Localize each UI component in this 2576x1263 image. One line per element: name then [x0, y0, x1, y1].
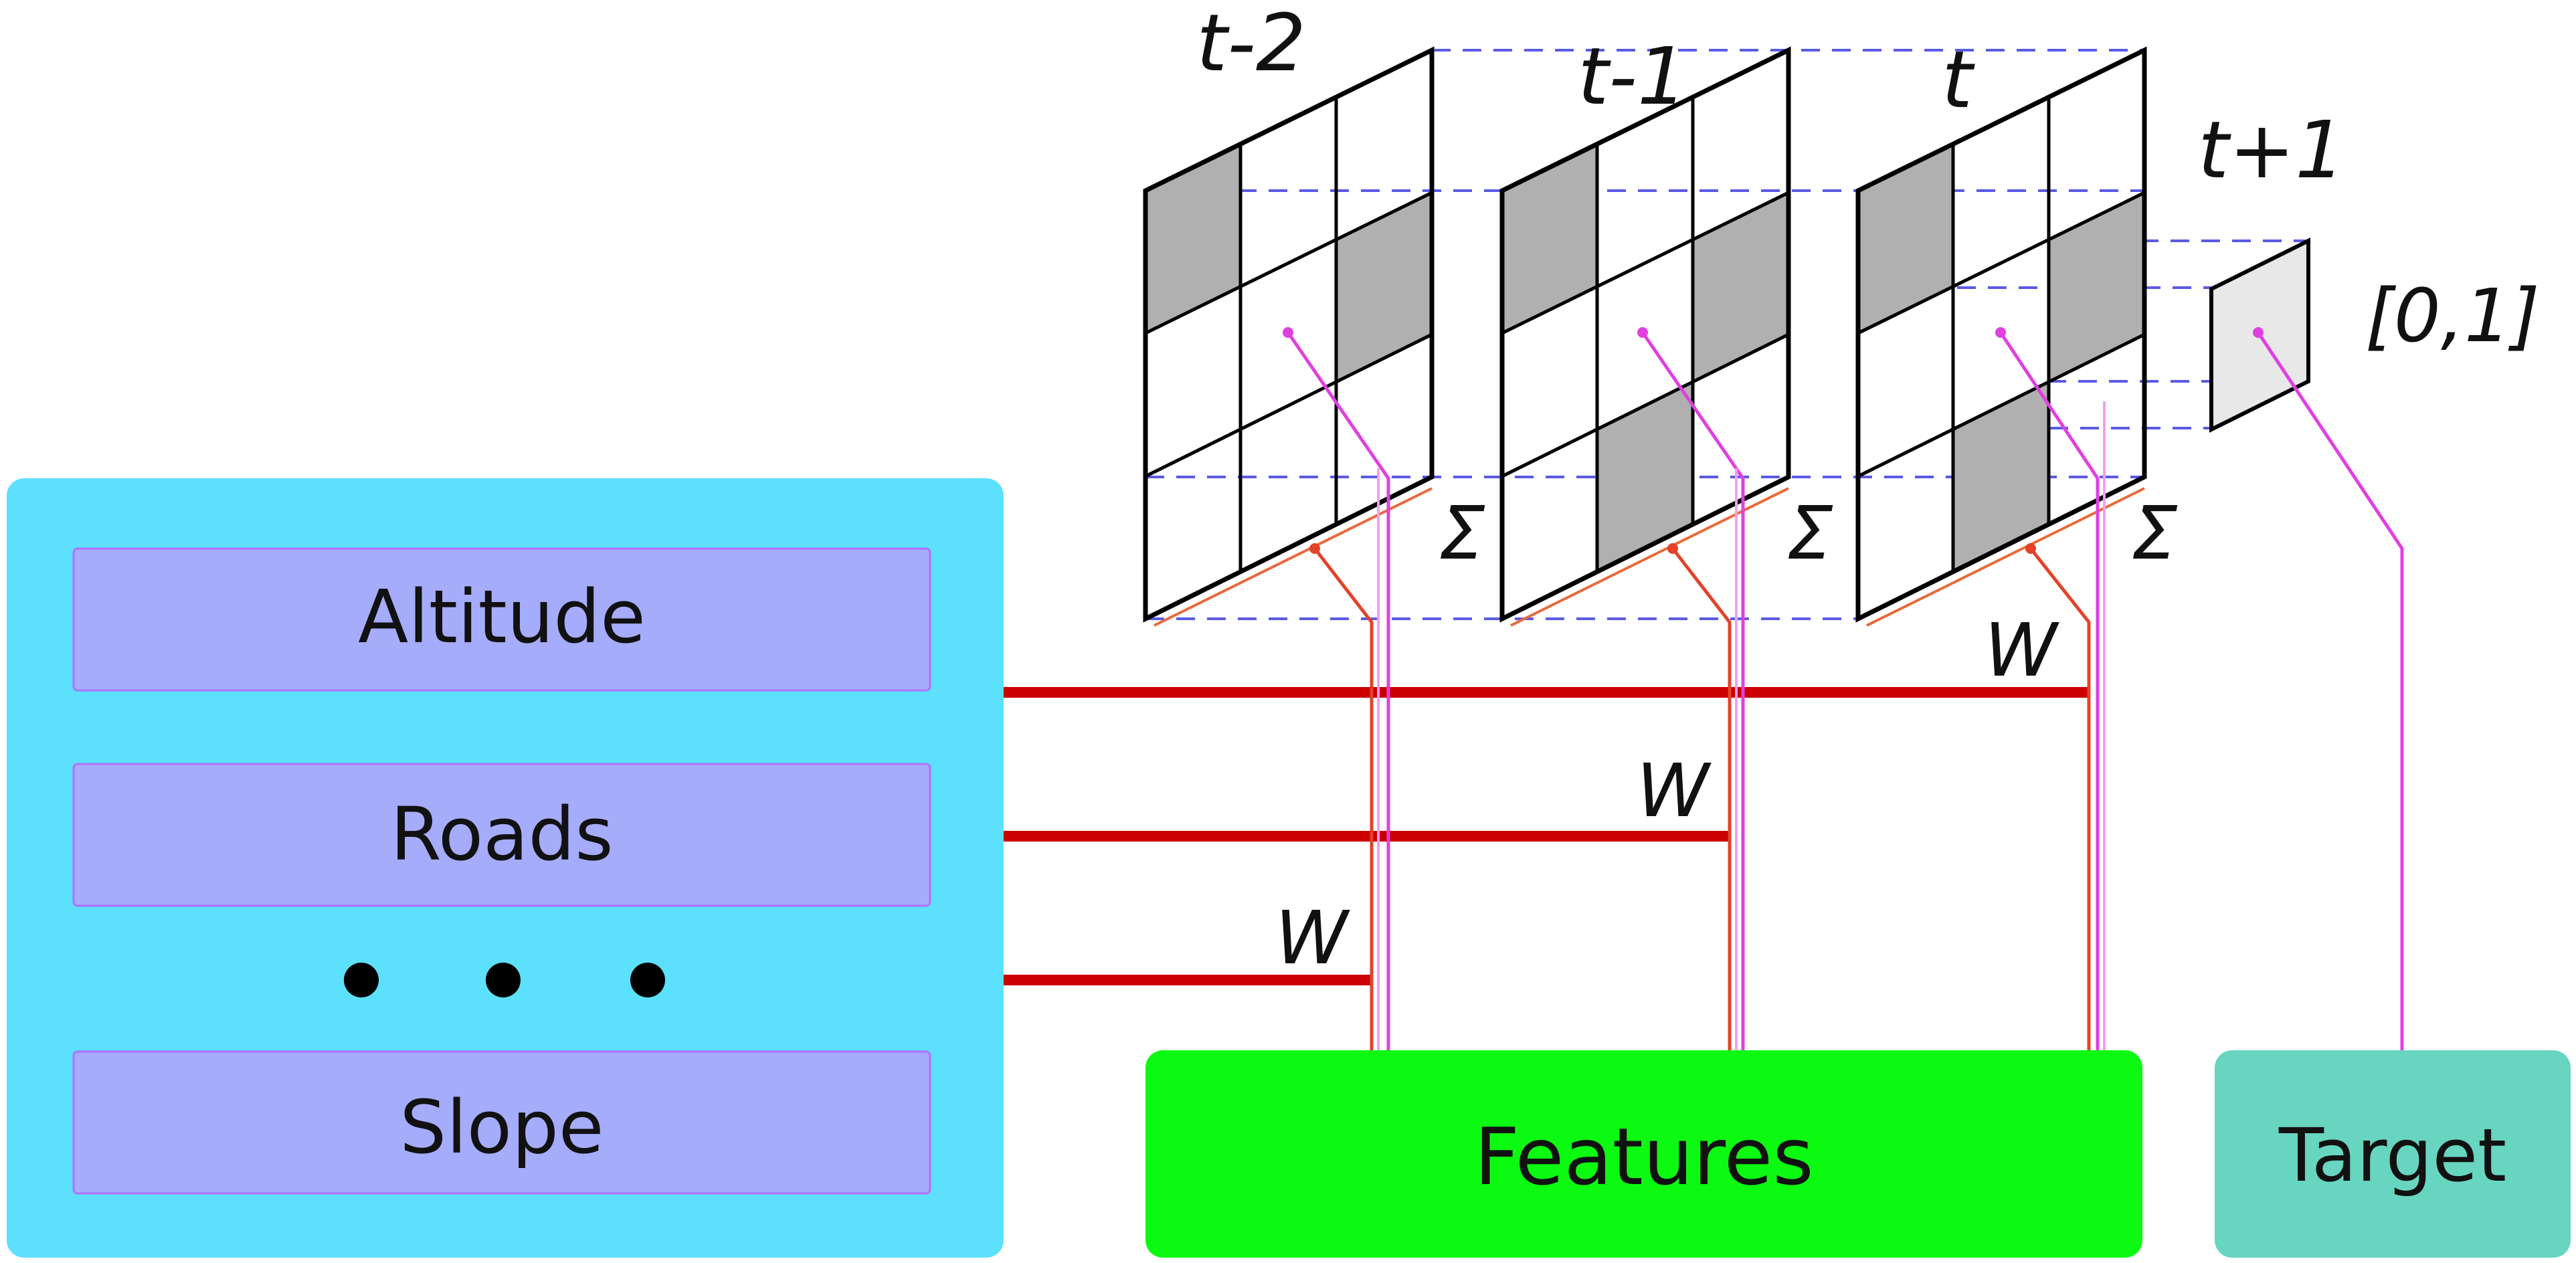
sum-symbol-2: Σ: [1786, 490, 1833, 576]
sum-symbol-3: Σ: [2131, 490, 2178, 576]
time-label-t-plus-1: t+1: [2198, 104, 2345, 196]
grid-t-minus-2: t-2 Σ: [1143, 0, 1485, 623]
grid-t-minus-1-shaded-cell-0: [1502, 144, 1598, 333]
pointer-connections: [1283, 327, 2404, 1050]
layers-panel: Altitude Roads Slope: [7, 478, 1004, 1258]
grid-t-minus-1-shaded-cell-1: [1693, 192, 1788, 381]
grid-t-shaded-cell-1: [2049, 192, 2144, 381]
target-cell: t+1 [0,1]: [2198, 104, 2540, 433]
features-box: Features: [1145, 1050, 2142, 1258]
grid-t-minus-2-shaded-cell-1: [1336, 192, 1432, 381]
grid-t-shaded-cells: [1858, 144, 2144, 571]
layer-item-roads-label: Roads: [390, 791, 613, 877]
grid-t: t Σ: [1855, 33, 2178, 623]
layer-item-slope: Slope: [72, 1050, 931, 1195]
weight-label-1: W: [1275, 895, 1351, 981]
grid-t-minus-1: t-1 Σ: [1499, 30, 1833, 623]
layer-item-altitude-label: Altitude: [358, 574, 646, 660]
weight-connections: W W W: [1004, 543, 2091, 1050]
weight-label-3: W: [1985, 607, 2060, 693]
grid-t-shaded-cell-0: [1858, 144, 1954, 333]
layer-item-altitude: Altitude: [72, 547, 931, 692]
grid-t-minus-1-shaded-cells: [1502, 144, 1788, 571]
grid-t-minus-1-shaded-cell-2: [1597, 381, 1693, 571]
weight-label-2: W: [1637, 748, 1712, 834]
layer-item-roads: Roads: [72, 763, 931, 907]
sum-symbol-1: Σ: [1439, 490, 1485, 576]
features-label: Features: [1474, 1110, 1813, 1203]
grid-t-minus-2-shaded-cells: [1145, 144, 1432, 381]
time-label-t-minus-2: t-2: [1196, 0, 1306, 89]
target-range-label: [0,1]: [2365, 273, 2540, 359]
ellipsis-dots: [344, 963, 665, 997]
target-label: Target: [2278, 1112, 2506, 1198]
grid-t-minus-2-shaded-cell-0: [1145, 144, 1241, 333]
grid-t-shaded-cell-2: [1953, 381, 2049, 571]
time-label-t-minus-1: t-1: [1578, 30, 1687, 122]
target-box: Target: [2215, 1050, 2571, 1258]
layer-item-slope-label: Slope: [399, 1084, 604, 1170]
time-label-t: t: [1942, 33, 1975, 126]
